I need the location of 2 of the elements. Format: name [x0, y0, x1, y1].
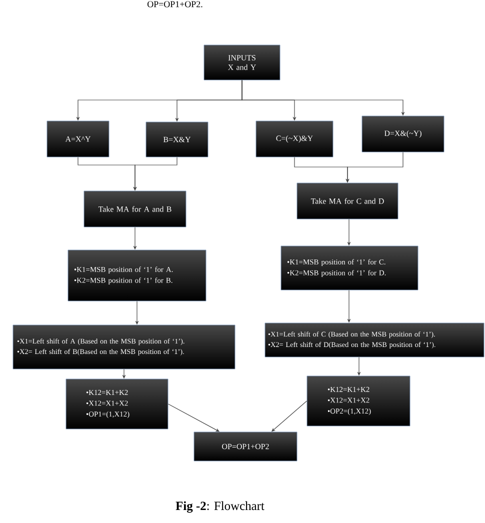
- equation-text: OP=OP1+OP2.: [148, 1, 202, 8]
- caption: Fig -2: Flowchart: [176, 501, 264, 513]
